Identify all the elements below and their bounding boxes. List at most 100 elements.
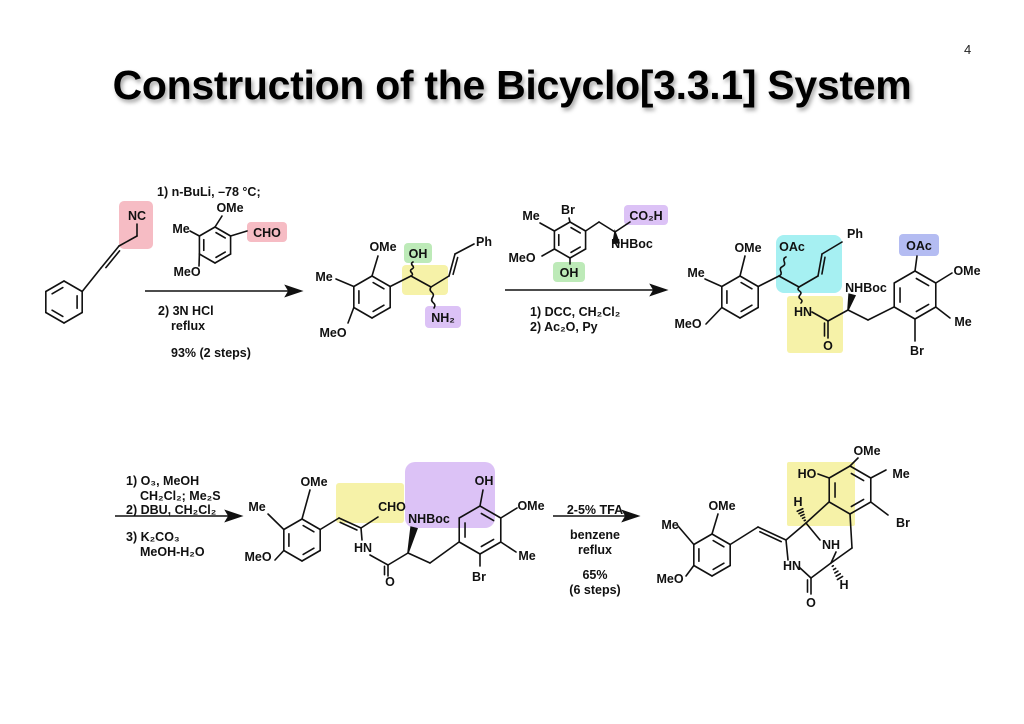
bond bbox=[553, 248, 571, 259]
condition-text: 2) 3N HCl bbox=[158, 304, 214, 318]
bond bbox=[798, 510, 805, 515]
bond bbox=[915, 277, 930, 287]
bond bbox=[739, 306, 759, 319]
bond bbox=[867, 306, 895, 321]
bonds bbox=[45, 215, 953, 595]
bond bbox=[828, 501, 851, 515]
atom-label: OAc bbox=[779, 240, 805, 254]
bond bbox=[847, 309, 869, 321]
bond bbox=[214, 215, 223, 228]
condition-text: 1) DCC, CH₂Cl₂ bbox=[530, 305, 620, 319]
arrows bbox=[115, 283, 669, 523]
highlight-amine bbox=[425, 306, 461, 328]
bond bbox=[835, 572, 842, 578]
bond bbox=[869, 501, 889, 516]
bond bbox=[693, 533, 713, 546]
atom-label: O bbox=[806, 596, 816, 610]
atom-label: Me bbox=[172, 222, 189, 236]
highlight-allylic-acetate bbox=[776, 235, 842, 293]
bond bbox=[834, 570, 839, 574]
bond bbox=[553, 221, 571, 232]
bond bbox=[371, 255, 379, 277]
atom-label: H bbox=[839, 578, 848, 592]
atom-label: HO bbox=[798, 467, 817, 481]
bond bbox=[798, 275, 819, 288]
bond bbox=[934, 272, 953, 284]
highlight-aldehyde bbox=[247, 222, 287, 242]
wavy-bond bbox=[429, 286, 436, 309]
bond bbox=[301, 549, 321, 562]
bond bbox=[849, 501, 872, 515]
bond bbox=[740, 304, 753, 313]
yield-text: (6 steps) bbox=[569, 583, 620, 597]
highlight-enamide-aldehyde bbox=[336, 483, 404, 523]
bond bbox=[739, 255, 746, 277]
atom-label: Br bbox=[896, 516, 910, 530]
bond bbox=[803, 519, 807, 522]
bond bbox=[198, 253, 216, 264]
bond bbox=[369, 554, 389, 566]
atom-label: MeO bbox=[319, 326, 346, 340]
bond bbox=[360, 527, 363, 541]
bond bbox=[541, 248, 556, 257]
condition-text: reflux bbox=[578, 543, 612, 557]
bond bbox=[759, 530, 782, 543]
arrow-head-icon bbox=[224, 509, 244, 523]
bond bbox=[757, 526, 787, 541]
atom-label: NHBoc bbox=[845, 281, 887, 295]
condition-text: 2) DBU, CH₂Cl₂ bbox=[126, 503, 216, 517]
atom-label: Me bbox=[687, 266, 704, 280]
bond bbox=[598, 221, 616, 233]
bond bbox=[805, 522, 821, 541]
bond bbox=[458, 541, 481, 555]
condition-text: 2-5% TFA bbox=[567, 503, 623, 517]
bond bbox=[45, 311, 65, 324]
bond bbox=[869, 469, 887, 479]
bond bbox=[479, 505, 502, 519]
bond bbox=[568, 217, 571, 223]
bond bbox=[849, 513, 853, 549]
wedge-bond bbox=[612, 228, 621, 245]
condition-text: MeOH-H₂O bbox=[140, 545, 205, 559]
bond bbox=[785, 539, 789, 561]
wavy-bond bbox=[778, 256, 787, 277]
highlight-nucleophile bbox=[405, 462, 495, 528]
atom-label: Me bbox=[518, 549, 535, 563]
highlight-amide bbox=[787, 296, 843, 353]
bond bbox=[302, 547, 315, 556]
condition-text: CH₂Cl₂; Me₂S bbox=[140, 489, 221, 503]
page-number: 4 bbox=[964, 42, 972, 57]
atom-label: HN bbox=[783, 559, 801, 573]
wedge-bond bbox=[407, 526, 418, 554]
condition-text: 2) Ac₂O, Py bbox=[530, 320, 598, 334]
atom-label: Me bbox=[522, 209, 539, 223]
bond bbox=[849, 465, 872, 479]
bond bbox=[685, 564, 695, 577]
atom-label: Br bbox=[910, 344, 924, 358]
bond bbox=[570, 226, 582, 234]
atom-label: HN bbox=[794, 305, 812, 319]
bond bbox=[712, 539, 725, 548]
bond bbox=[827, 309, 849, 322]
yield-text: 93% (2 steps) bbox=[171, 346, 251, 360]
bond bbox=[480, 538, 495, 548]
bond bbox=[274, 549, 285, 561]
atom-label: OMe bbox=[216, 201, 243, 215]
atom-label: Me bbox=[315, 270, 332, 284]
bond bbox=[569, 221, 587, 232]
bond bbox=[198, 226, 216, 237]
bond bbox=[830, 547, 853, 564]
condition-text: 1) O₃, MeOH bbox=[126, 474, 199, 488]
bond bbox=[499, 541, 517, 553]
atom-label: MeO bbox=[244, 550, 271, 564]
bond bbox=[100, 245, 120, 269]
atom-label: CHO bbox=[378, 500, 406, 514]
bond bbox=[539, 222, 556, 232]
bond bbox=[893, 306, 916, 320]
highlight-acid bbox=[624, 205, 668, 225]
bond bbox=[339, 521, 358, 531]
bond bbox=[283, 549, 303, 562]
bond bbox=[229, 230, 248, 237]
isocyanide-label: NC bbox=[128, 209, 146, 223]
atom-label: Br bbox=[561, 203, 575, 217]
